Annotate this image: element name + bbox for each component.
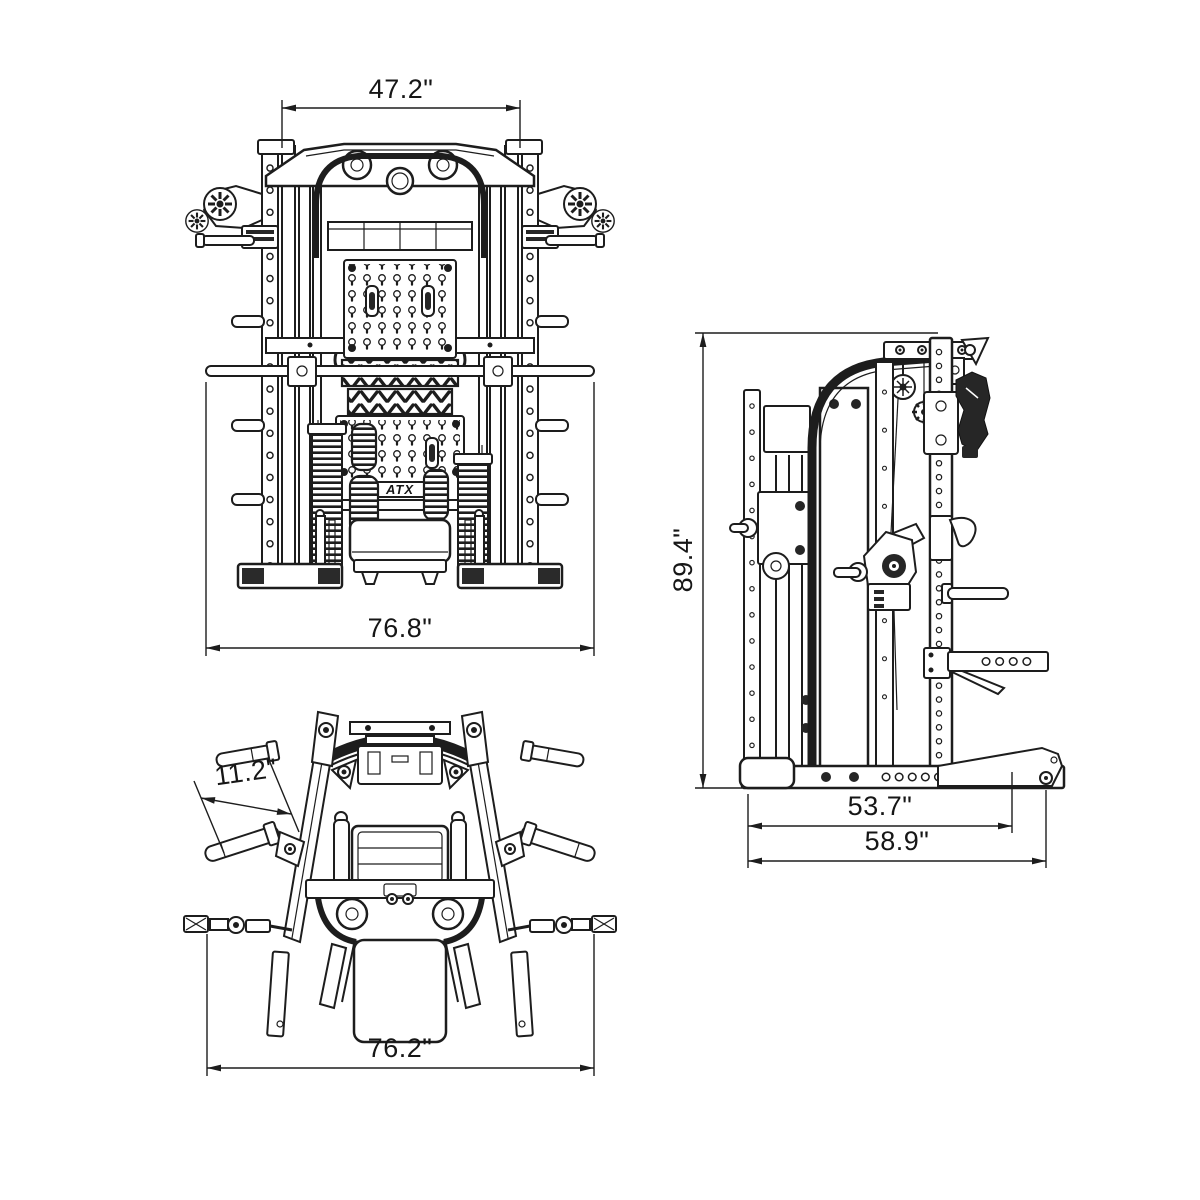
mid-handles bbox=[204, 821, 596, 868]
smith-carriage bbox=[833, 522, 926, 611]
right-swivel-arm bbox=[521, 184, 616, 249]
brand-logo: ATX bbox=[385, 482, 414, 497]
guard-shield bbox=[818, 386, 870, 782]
dimension-label-side-total-depth: 58.9" bbox=[865, 826, 930, 856]
front-view: ATX bbox=[184, 139, 616, 590]
bar-catch-peg bbox=[947, 587, 1009, 600]
gusset-plates bbox=[330, 758, 470, 791]
dimension-side-inner-depth: 53.7" bbox=[747, 772, 1013, 868]
upper-handles bbox=[215, 740, 585, 768]
base-side bbox=[738, 746, 1066, 790]
corner-posts bbox=[310, 710, 490, 768]
cross-member bbox=[305, 879, 495, 945]
upper-back-pad bbox=[343, 259, 457, 359]
dimension-top-total-width: 76.2" bbox=[206, 934, 595, 1076]
top-beam bbox=[264, 142, 536, 196]
left-clamp bbox=[183, 915, 293, 934]
dimension-label-front-inner-width: 47.2" bbox=[369, 74, 434, 104]
dimension-label-front-total-width: 76.8" bbox=[368, 613, 433, 643]
right-clamp bbox=[507, 915, 617, 934]
dimension-front-total-width: 76.8" bbox=[205, 382, 595, 656]
dimension-height: 89.4" bbox=[668, 332, 938, 789]
dimension-side-total-depth: 58.9" bbox=[748, 790, 1047, 868]
foot-platform bbox=[352, 938, 448, 1044]
lower-legs bbox=[266, 938, 534, 1044]
front-upright bbox=[923, 336, 1009, 782]
dimension-label-height: 89.4" bbox=[668, 528, 698, 593]
top-view bbox=[183, 710, 617, 1044]
rear-rail bbox=[743, 389, 761, 779]
dimension-front-inner-width: 47.2" bbox=[281, 74, 521, 148]
rear-foot bbox=[937, 746, 1064, 787]
barbell bbox=[205, 356, 595, 387]
j-hook-side bbox=[948, 517, 977, 548]
cable-attachment bbox=[955, 371, 991, 453]
center-carriage-top bbox=[349, 721, 451, 785]
dimensions: 47.2" 76.8" 89.4" 53.7" bbox=[193, 74, 1047, 1076]
dimension-label-top-total-width: 76.2" bbox=[368, 1033, 433, 1063]
dimension-label-side-inner-depth: 53.7" bbox=[848, 791, 913, 821]
side-view bbox=[729, 336, 1066, 790]
pulley bbox=[762, 552, 790, 580]
base-feet bbox=[236, 509, 564, 590]
left-swivel-arm bbox=[184, 184, 279, 249]
spotter-arm bbox=[923, 647, 1049, 696]
weight-horns bbox=[231, 315, 569, 506]
rear-crossmember bbox=[327, 221, 473, 251]
pullup-arch bbox=[313, 153, 487, 258]
